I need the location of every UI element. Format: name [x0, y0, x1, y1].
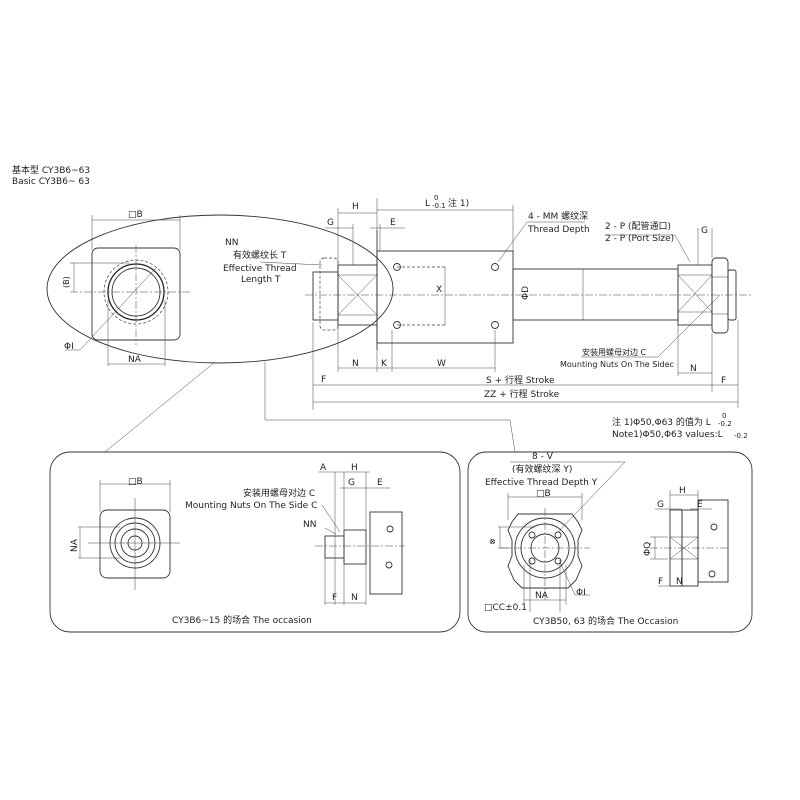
small-label-e: E: [377, 478, 383, 488]
label-na: NA: [128, 355, 142, 365]
large-label-na: NA: [535, 591, 549, 601]
small-label-f: F: [332, 593, 337, 603]
label-nn-en2: Length T: [241, 275, 281, 285]
label-mm-cn: 4 - MM 螺纹深: [528, 210, 588, 222]
label-l: L: [425, 199, 430, 209]
small-label-n: N: [351, 593, 358, 603]
large-label-h: H: [679, 486, 686, 496]
note-cn: 注 1)Φ50,Φ63 的值为 L: [612, 416, 711, 428]
label-phi-i: ΦI: [64, 342, 74, 352]
front-view: [65, 215, 190, 366]
label-w: W: [437, 359, 446, 369]
large-caption: CY3B50, 63 的场合 The Occasion: [533, 615, 678, 627]
label-g-right: G: [701, 226, 708, 236]
label-nn-cn: 有效螺纹长 T: [233, 249, 287, 261]
large-label-g: G: [657, 500, 664, 510]
label-nn: NN: [225, 238, 238, 248]
small-label-a: A: [320, 463, 327, 473]
detail-ellipse: [46, 214, 394, 364]
detail-small-drawing: [78, 471, 405, 605]
large-label-b-circle: ⊗: [489, 537, 496, 546]
detail-large-drawing: [498, 461, 730, 612]
label-sq-b: □B: [128, 210, 143, 220]
label-h: H: [352, 202, 359, 212]
small-label-g: G: [348, 478, 355, 488]
small-label-nn: NN: [303, 520, 316, 530]
label-g: G: [327, 218, 334, 228]
label-s-stroke: S + 行程 Stroke: [486, 374, 555, 386]
large-label-phi-i: ΦI: [576, 588, 586, 598]
label-l-tol-low: -0.1: [432, 202, 446, 210]
large-label-n: N: [676, 577, 683, 587]
note-en-tol-low: -0.2: [734, 432, 748, 440]
small-label-h: H: [351, 463, 358, 473]
label-n: N: [352, 359, 359, 369]
label-nut-en: Mounting Nuts On The Sidec: [560, 360, 674, 369]
note-cn-tol-up: 0: [722, 412, 726, 420]
small-caption: CY3B6~15 的场合 The occasion: [172, 614, 312, 626]
large-label-q: ΦQ: [643, 542, 653, 556]
label-phi-d: ΦD: [521, 286, 531, 300]
label-p-cn: 2 - P (配管通口): [605, 220, 671, 232]
label-f-right: F: [721, 376, 726, 386]
small-label-nut-cn: 安装用螺母对边 C: [243, 487, 315, 499]
large-label-sq-b: □B: [536, 489, 551, 499]
title-cn: 基本型 CY3B6~63: [12, 164, 90, 176]
title-en: Basic CY3B6~ 63: [12, 177, 90, 187]
label-p-en: 2 - P (Port Size): [605, 234, 674, 244]
large-label-cc: □CC±0.1: [484, 603, 527, 613]
label-b-paren: (B): [62, 276, 71, 288]
small-label-nut-en: Mounting Nuts On The Side C: [185, 501, 317, 511]
large-label-v-en: Effective Thread Depth Y: [485, 478, 598, 488]
note-cn-tol-low: -0.2: [718, 420, 732, 428]
label-nn-en1: Effective Thread: [223, 264, 297, 274]
label-l-tol-up: 0: [434, 194, 438, 202]
label-nut-cn: 安装用螺母对边 C: [582, 347, 647, 357]
large-label-v: 8 - V: [532, 452, 554, 462]
label-l-note: 注 1): [448, 197, 469, 209]
detail-box-large: [467, 451, 753, 633]
large-label-f: F: [658, 577, 663, 587]
label-f: F: [321, 375, 326, 385]
label-mm-en: Thread Depth: [527, 225, 590, 235]
label-k: K: [381, 359, 388, 369]
label-n-right: N: [690, 364, 697, 374]
large-label-v-cn: (有效螺纹深 Y): [512, 463, 572, 475]
detail-box-small: [49, 451, 461, 633]
note-en: Note1)Φ50,Φ63 values:L: [612, 430, 723, 440]
small-label-sq-b: □B: [128, 477, 143, 487]
large-label-e: E: [697, 500, 703, 510]
label-e: E: [390, 218, 396, 228]
label-x: X: [436, 285, 442, 295]
small-label-na: NA: [70, 538, 80, 552]
side-view: [259, 198, 752, 410]
label-zz-stroke: ZZ + 行程 Stroke: [484, 388, 560, 400]
